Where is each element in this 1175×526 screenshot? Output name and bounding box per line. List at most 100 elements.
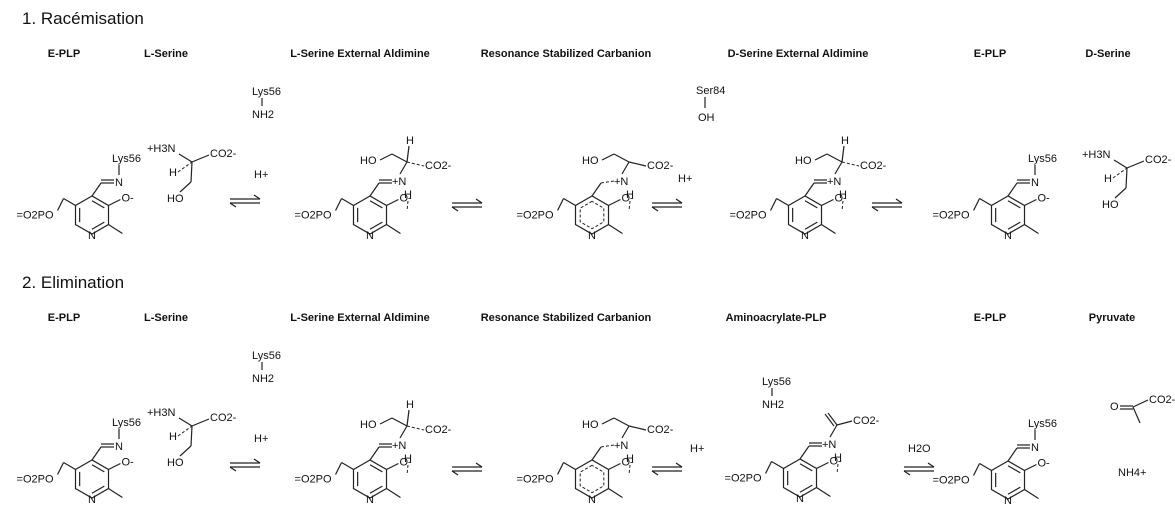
- s1-lser-n-ca-bond: [178, 153, 193, 163]
- s2-acr-vinyl-bond: [827, 412, 838, 426]
- s2-ald-1-c3-o-bond: [386, 462, 399, 471]
- s2-acr-o-minus: O-: [829, 456, 842, 468]
- s1-ald-1-h: H: [406, 135, 414, 147]
- s1-lser-h3n: +H3N: [147, 143, 175, 155]
- s2-lser-ho: HO: [167, 457, 184, 469]
- s2-acr-ch2-bond: [771, 460, 784, 470]
- s2-acr-n-ca-bond: [829, 424, 838, 438]
- s2-acr-ca-co2-bond: [836, 420, 853, 426]
- s1-title: 1. Racémisation: [22, 9, 144, 28]
- s2-hplus-1: H+: [254, 433, 268, 445]
- s2-ald-1-methyl: [386, 487, 401, 499]
- s1-eplp-a-ring-double-2: [91, 221, 105, 230]
- s2-carb-imine-n: +N: [614, 440, 628, 452]
- s1-eplp-a-ring: [74, 195, 110, 235]
- s1-dser-ca-cb-bond: [1125, 167, 1128, 189]
- s1-ald-1-c4a-bond: [369, 182, 380, 197]
- s2-eplp-b-o-bond: [973, 463, 981, 476]
- s2-pyr-o: O: [1110, 401, 1119, 413]
- s2-acr-phosphate: =O2PO: [725, 473, 762, 485]
- s1-lser-h: H: [169, 167, 177, 179]
- s2-eq-1-rev-head: [229, 466, 237, 472]
- s2-lser-ca-cb-bond: [190, 425, 193, 447]
- s1-carb-o-minus: O-: [621, 193, 634, 205]
- s1-ald-2-ring: [787, 195, 823, 235]
- s1-eplp-b-o-bond: [973, 198, 981, 211]
- s1-ald-1-imine-n: +N: [392, 176, 406, 188]
- s1-lser-ho: HO: [167, 193, 184, 205]
- s1-dser-ho: HO: [1102, 199, 1119, 211]
- s2-eplp-a-ring-double-2: [91, 485, 105, 494]
- s1-carb-c4a-bond: [591, 182, 602, 197]
- s2-acr-methyl: [816, 486, 831, 498]
- s1-eplp-a-ch2-bond: [63, 197, 76, 207]
- s1-eplp-a-o-bond: [57, 198, 65, 211]
- s1-dser-h3n: +H3N: [1082, 149, 1110, 161]
- s1-lser-ca-h-bond: [177, 161, 193, 173]
- s2-eplp-a-methyl: [108, 487, 123, 499]
- s2-acr-nh: H: [834, 452, 842, 464]
- s2-lser-h3n: +H3N: [147, 407, 175, 419]
- s2-carb-c4a-n-bond: [600, 444, 615, 448]
- s2-lser-n-ca-bond: [178, 417, 193, 427]
- s1-eplp-a-lys-label: Lys56: [112, 153, 141, 165]
- s1-eplp-b-ring-double-3: [1007, 200, 1021, 209]
- s2-carb-ring-resonance: [579, 464, 605, 494]
- s1-eq-1-rev-head: [229, 202, 237, 208]
- s2-eplp-a-o-minus: O-: [121, 457, 134, 469]
- s1-eplp-b-ring-double-2: [1007, 221, 1021, 230]
- s2-ald-1-o-bond: [335, 462, 343, 475]
- s1-eplp-b-imine-n: N: [1031, 177, 1039, 189]
- s1-eplp-a-imine-n: N: [115, 177, 123, 189]
- s2-eplp-b-c4a-bond: [1007, 447, 1018, 462]
- s1-dser-ca-h-bond: [1112, 167, 1128, 179]
- s2-carb-o-bond: [557, 462, 565, 475]
- s1-ser84-oh: OH: [698, 112, 715, 124]
- s2-lser-co2: CO2-: [210, 412, 237, 424]
- s1-ald-1-nh: H: [404, 189, 412, 201]
- s1-hplus-1: H+: [254, 169, 268, 181]
- s2-lser-ca-h-bond: [177, 425, 193, 437]
- s1-ald-2-cb-o-bond: [814, 153, 828, 161]
- s1-ald-1-ca-cb-bond: [391, 153, 408, 163]
- s2-h2o: H2O: [908, 443, 931, 455]
- s2-eplp-b-o-minus: O-: [1037, 458, 1050, 470]
- s2-carb-phosphate: =O2PO: [517, 474, 554, 486]
- s1-ald-2-h: H: [841, 135, 849, 147]
- s2-nh4: NH4+: [1118, 467, 1146, 479]
- s2-pyr-co2-bond: [1132, 399, 1149, 408]
- s2-nh2-acr: NH2: [762, 399, 784, 411]
- s1-dser-ca-co2-bond: [1126, 160, 1145, 169]
- s2-ald-1-ca-cb-bond: [391, 417, 408, 427]
- s1-ald-2-ring-double-2: [804, 221, 818, 230]
- s1-ald-2-ring-double-3: [804, 200, 818, 209]
- s1-ald-1-ho: HO: [360, 155, 377, 167]
- s2-carb-co2: CO2-: [647, 424, 674, 436]
- s1-carb-nh: H: [626, 189, 634, 201]
- s1-carb-ring-n: N: [588, 230, 596, 242]
- s1-carb-cb-o-bond: [601, 153, 615, 161]
- s1-label-5: E-PLP: [974, 48, 1006, 60]
- s2-ald-1-nh: H: [404, 453, 412, 465]
- s2-eplp-a-ch2-bond: [63, 461, 76, 471]
- s1-eplp-a-c3-o-bond: [108, 198, 121, 207]
- s1-carb-co2: CO2-: [647, 160, 674, 172]
- s1-eplp-a-c4a-bond: [91, 182, 102, 197]
- s1-dser-h: H: [1104, 173, 1112, 185]
- s2-label-1: L-Serine: [144, 312, 188, 324]
- s2-eq-4-fwd-head: [927, 462, 935, 468]
- s2-ald-1-ch2-bond: [341, 461, 354, 471]
- s2-acr-vinyl-bond-2: [824, 413, 835, 427]
- s1-ald-2-c4a-bond: [804, 182, 815, 197]
- s1-ald-2-c3-o-bond: [821, 198, 834, 207]
- s2-hplus-2: H+: [690, 443, 704, 455]
- s1-label-1: L-Serine: [144, 48, 188, 60]
- s2-acr-co2: CO2-: [853, 415, 880, 427]
- s1-carb-ho: HO: [582, 155, 599, 167]
- s1-lser-ca-co2-bond: [191, 154, 210, 163]
- s1-eplp-b-phosphate: =O2PO: [933, 210, 970, 222]
- s2-eplp-a-imine-n: N: [115, 441, 123, 453]
- s2-ald-1-o-minus: O-: [399, 457, 412, 469]
- s2-label-5: E-PLP: [974, 312, 1006, 324]
